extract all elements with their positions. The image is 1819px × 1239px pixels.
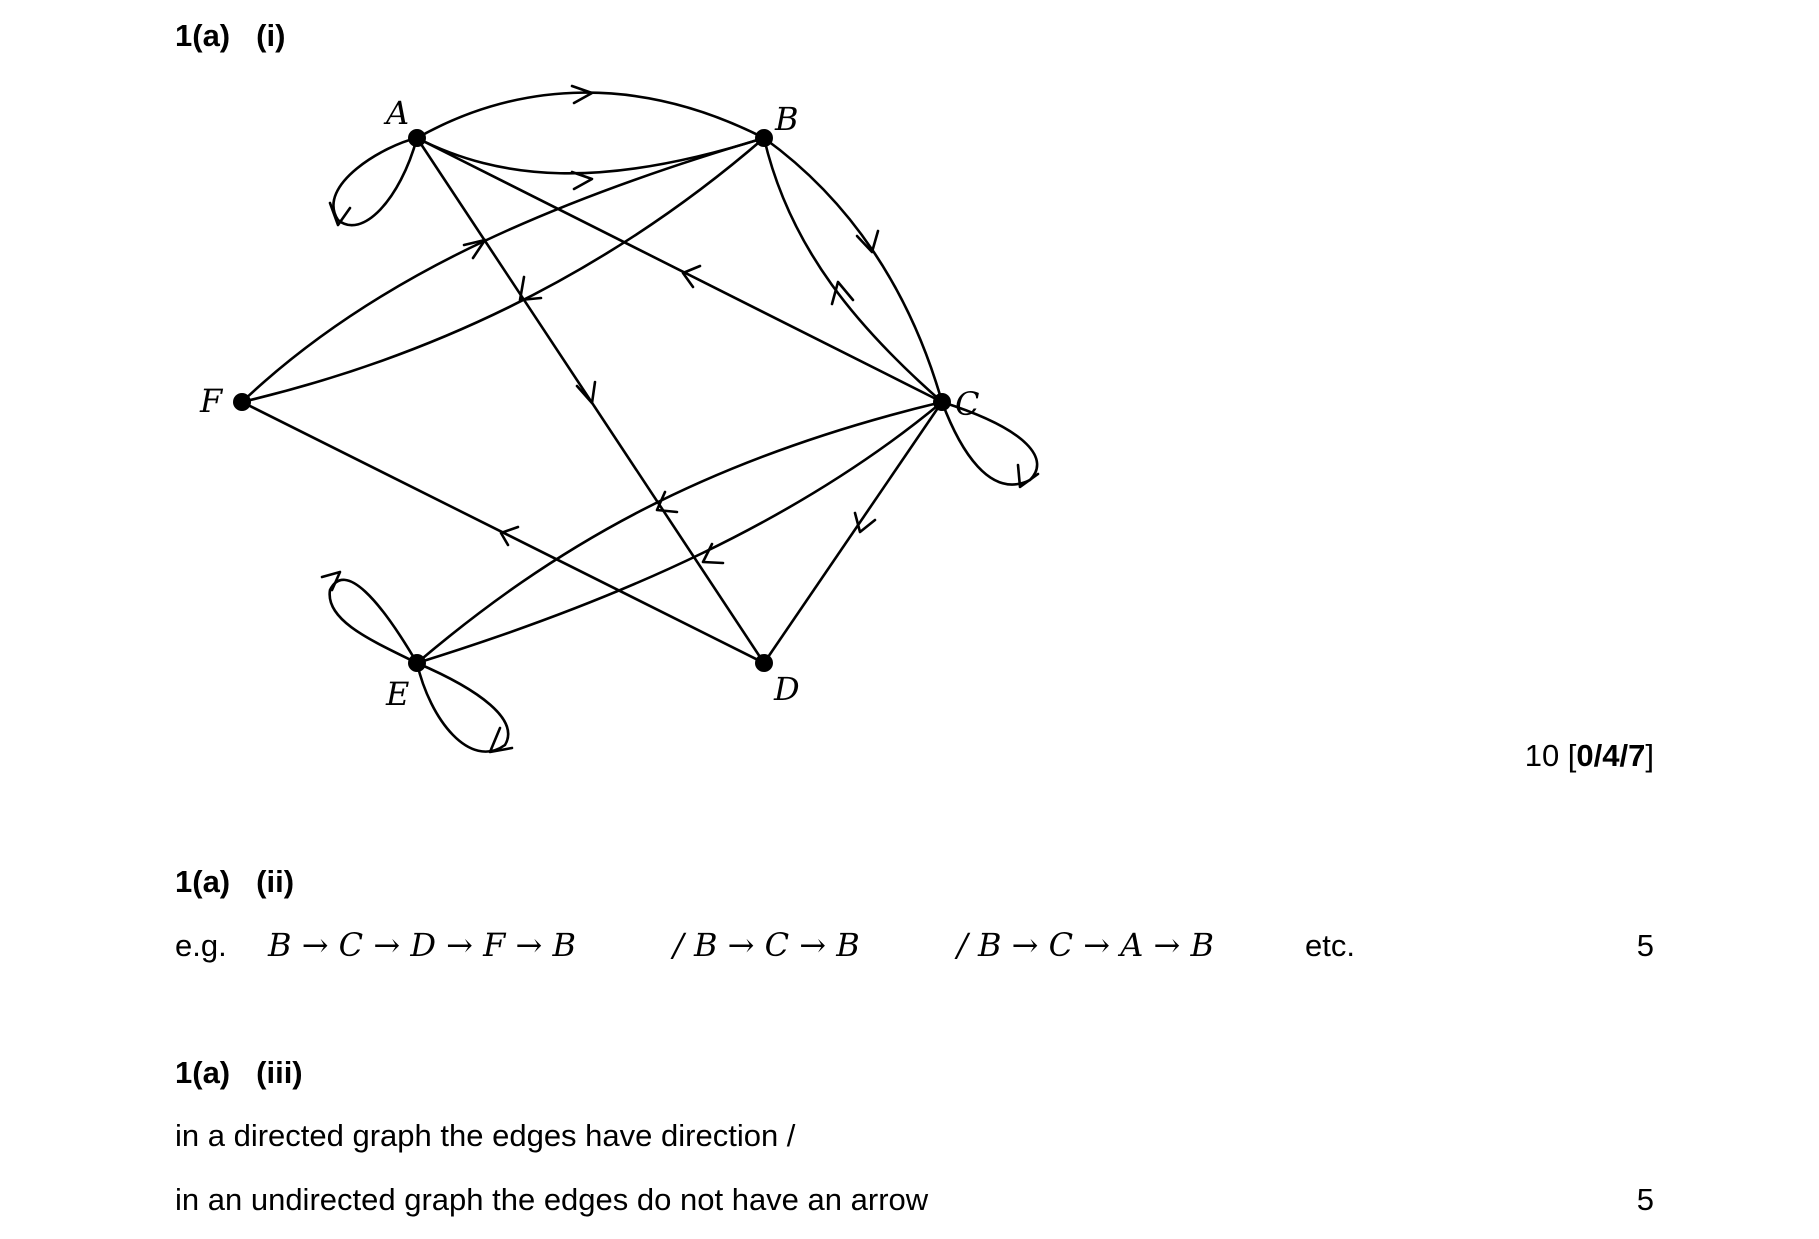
edge-b-c-outer <box>763 136 944 403</box>
vertex-f <box>233 393 251 411</box>
part-ii-marks: 5 <box>1636 928 1654 963</box>
arrowhead-b-c <box>855 229 880 254</box>
arrowhead-c-d <box>853 511 877 534</box>
edge-c-e <box>416 400 943 665</box>
part-i-heading: 1(a) (i) <box>175 18 285 54</box>
edge-a-b-lower <box>416 136 765 175</box>
edge-a-b-upper <box>416 91 765 140</box>
part-iii-heading: 1(a) (iii) <box>175 1055 303 1091</box>
example-path-2: / B → C → B <box>673 926 860 964</box>
question-number: 1(a) <box>175 18 231 53</box>
arrowhead-a-b-lower <box>570 170 594 191</box>
vertex-label-b: B <box>774 100 799 138</box>
part-iii-marks: 5 <box>1636 1182 1654 1217</box>
arrowhead-c-b <box>830 280 855 306</box>
question-number: 1(a) <box>175 1055 231 1090</box>
example-suffix: etc. <box>1305 928 1355 963</box>
question-number: 1(a) <box>175 864 231 899</box>
example-path-3: / B → C → A → B <box>957 926 1215 964</box>
part-ii-answer: e.g. B → C → D → F → B / B → C → B / B →… <box>175 926 1675 968</box>
vertex-label-c: C <box>955 385 979 423</box>
part-ii-heading: 1(a) (ii) <box>175 864 294 900</box>
edge-e-loop-lower <box>415 661 510 753</box>
vertex-d <box>755 654 773 672</box>
part-i-marks: 10 [0/4/7] <box>1525 738 1654 774</box>
vertex-label-e: E <box>385 675 409 713</box>
marks-levels: 0/4/7 <box>1576 738 1646 773</box>
sub-part-label: (i) <box>256 18 286 53</box>
example-path-1: B → C → D → F → B <box>268 926 576 964</box>
edge-c-b-inner <box>762 137 943 403</box>
vertex-a <box>408 129 426 147</box>
vertex-c <box>933 393 951 411</box>
marks-total: 10 [ <box>1524 738 1577 773</box>
marks-close-bracket: ] <box>1645 738 1654 773</box>
example-prefix: e.g. <box>175 928 227 963</box>
arrowhead-c-e <box>701 542 725 565</box>
arrowhead-e-c <box>655 490 679 514</box>
vertex-label-d: D <box>773 670 800 708</box>
edge-c-a <box>416 136 943 404</box>
arrowhead-c-loop <box>1016 463 1040 489</box>
edge-b-f <box>241 137 765 404</box>
edge-e-c <box>416 400 943 664</box>
vertex-b <box>755 129 773 147</box>
edge-f-b <box>241 136 765 403</box>
directed-graph: A B C D E F <box>199 84 1040 754</box>
arrowhead-b-f <box>518 275 543 302</box>
arrowhead-a-loop <box>328 201 352 227</box>
arrowheads <box>320 84 1040 754</box>
vertex-e <box>408 654 426 672</box>
vertex-label-f: F <box>199 382 224 420</box>
edge-c-d <box>762 401 944 664</box>
arrowhead-a-d <box>575 380 597 405</box>
arrowhead-a-b-upper <box>570 84 594 105</box>
arrowhead-e-loop-upper <box>320 570 342 592</box>
arrowhead-c-a <box>681 264 702 289</box>
edge-e-loop-upper <box>328 578 419 665</box>
part-iii-line-2: in an undirected graph the edges do not … <box>175 1182 929 1217</box>
arrowhead-e-loop-lower <box>488 726 514 754</box>
vertex-label-a: A <box>383 94 409 132</box>
arrowhead-f-b <box>462 238 487 260</box>
sub-part-label: (ii) <box>256 864 295 899</box>
part-iii-line-1: in a directed graph the edges have direc… <box>175 1118 796 1153</box>
edge-a-loop <box>332 136 419 227</box>
sub-part-label: (iii) <box>256 1055 303 1090</box>
arrowhead-d-f <box>499 525 520 547</box>
